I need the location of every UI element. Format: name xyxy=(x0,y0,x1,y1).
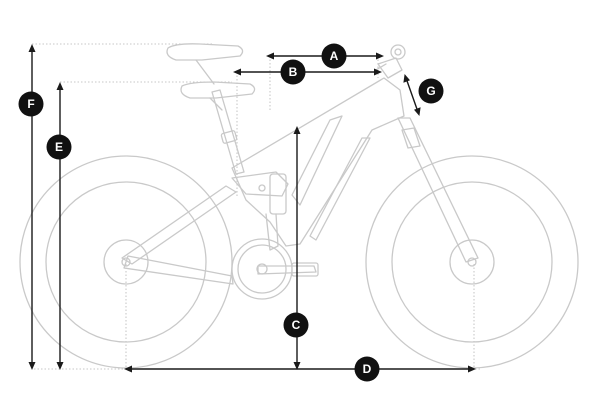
badge-f-label: F xyxy=(27,97,34,111)
badge-a: A xyxy=(321,43,347,69)
guide-lines xyxy=(32,43,480,370)
dimension-g xyxy=(403,74,421,116)
badge-a-label: A xyxy=(330,49,339,63)
dimension-b xyxy=(233,68,382,76)
dimension-d xyxy=(124,365,476,373)
badge-c: C xyxy=(283,312,309,338)
front-wheel xyxy=(365,155,579,369)
badge-g: G xyxy=(418,78,444,104)
badge-b: B xyxy=(280,59,306,85)
dimension-e xyxy=(56,82,64,370)
badge-b-label: B xyxy=(289,65,298,79)
badge-g-label: G xyxy=(426,84,435,98)
badge-f: F xyxy=(18,91,44,117)
rear-wheel xyxy=(19,155,233,369)
crankset xyxy=(231,238,319,300)
badge-d-label: D xyxy=(363,362,372,376)
badge-c-label: C xyxy=(292,318,301,332)
badge-d: D xyxy=(354,356,380,382)
badge-e: E xyxy=(46,134,72,160)
badge-e-label: E xyxy=(55,140,63,154)
